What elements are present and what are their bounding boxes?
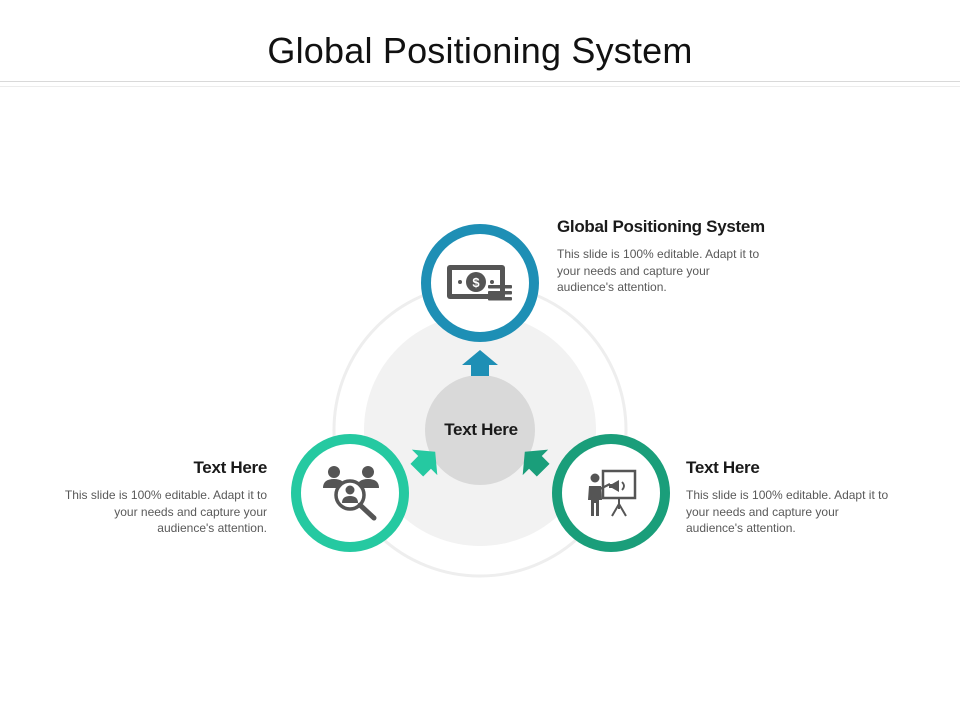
presenter-board-icon [588,469,637,517]
text-block-top: Global Positioning System This slide is … [557,217,767,296]
arrow-left [410,449,438,477]
arrow-up [462,350,498,376]
center-label: Text Here [444,420,518,439]
title-divider-secondary [0,86,960,87]
heading-top: Global Positioning System [557,217,765,236]
body-right: This slide is 100% editable. Adapt it to… [686,488,889,535]
heading-right: Text Here [686,458,760,477]
heading-left: Text Here [193,458,267,477]
svg-text:$: $ [472,275,480,290]
text-block-left: Text Here This slide is 100% editable. A… [62,458,267,537]
user-search-icon [323,466,379,521]
money-bill-icon: $ [447,265,512,301]
arrow-right [522,449,550,477]
body-left: This slide is 100% editable. Adapt it to… [64,488,267,535]
slide-title: Global Positioning System [267,30,693,71]
center-hub [425,375,535,485]
title-divider [0,81,960,82]
text-block-right: Text Here This slide is 100% editable. A… [686,458,891,537]
body-top: This slide is 100% editable. Adapt it to… [557,247,760,294]
